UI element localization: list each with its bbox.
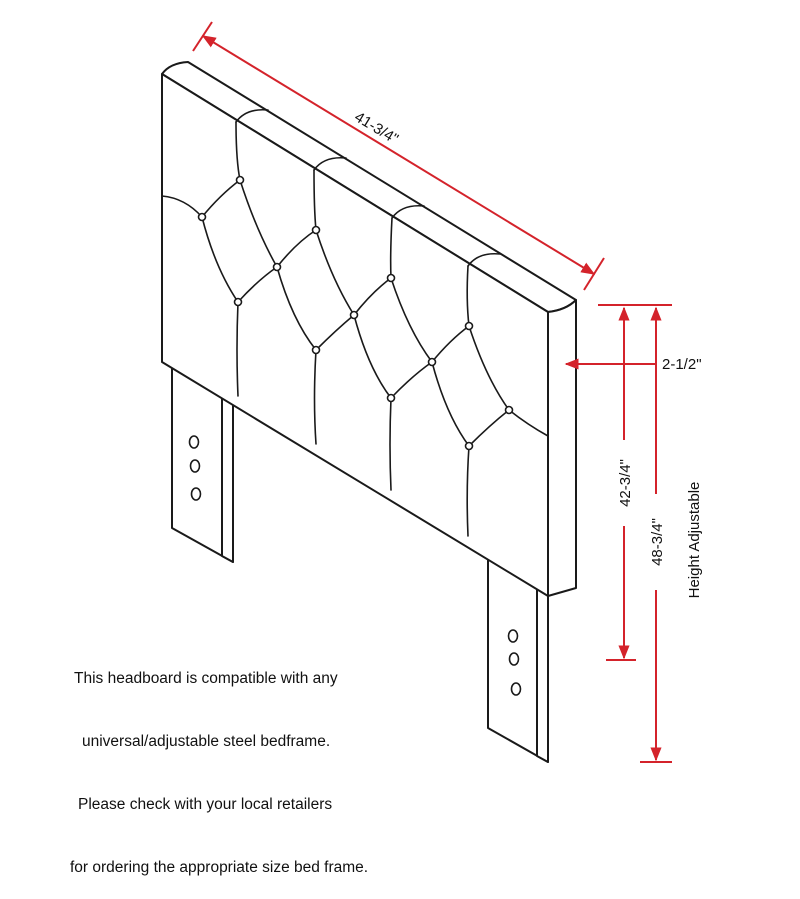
leg-hole (188, 435, 200, 449)
leg-hole (189, 459, 201, 473)
headboard-diagram: 41-3/4" 2-1/2" 42-3/4" 48-3/4" Height Ad… (161, 21, 703, 763)
leg-hole (510, 682, 522, 696)
leg-hole (508, 652, 520, 666)
tuft-button (235, 175, 245, 185)
tuft-button (233, 297, 243, 307)
tuft-button (464, 441, 474, 451)
panel-height-label: 42-3/4" (617, 459, 634, 507)
tuft-button (504, 405, 514, 415)
tuft-button (386, 393, 396, 403)
tuft-button (311, 345, 321, 355)
note-line: This headboard is compatible with any (74, 670, 338, 687)
leg-hole (190, 487, 202, 501)
note-line: for ordering the appropriate size bed fr… (70, 859, 369, 876)
overall-height-label: 48-3/4" (649, 518, 666, 566)
overall-height-dimension: 48-3/4" (640, 304, 672, 763)
tuft-button (349, 310, 359, 320)
panel-height-dimension: 42-3/4" (598, 304, 640, 661)
tuft-button (311, 225, 321, 235)
depth-label: 2-1/2" (662, 356, 702, 373)
tuft-button (464, 321, 474, 331)
tuft-button (197, 212, 207, 222)
leg-hole (507, 629, 519, 643)
height-adjustable-label: Height Adjustable (686, 482, 703, 599)
tuft-button (386, 273, 396, 283)
tuft-button (272, 262, 282, 272)
depth-dimension: 2-1/2" (564, 356, 702, 373)
tuft-button (427, 357, 437, 367)
note-line: Please check with your local retailers (78, 796, 333, 813)
note-line: universal/adjustable steel bedframe. (82, 733, 331, 750)
compatibility-note: This headboard is compatible with any un… (62, 626, 442, 899)
